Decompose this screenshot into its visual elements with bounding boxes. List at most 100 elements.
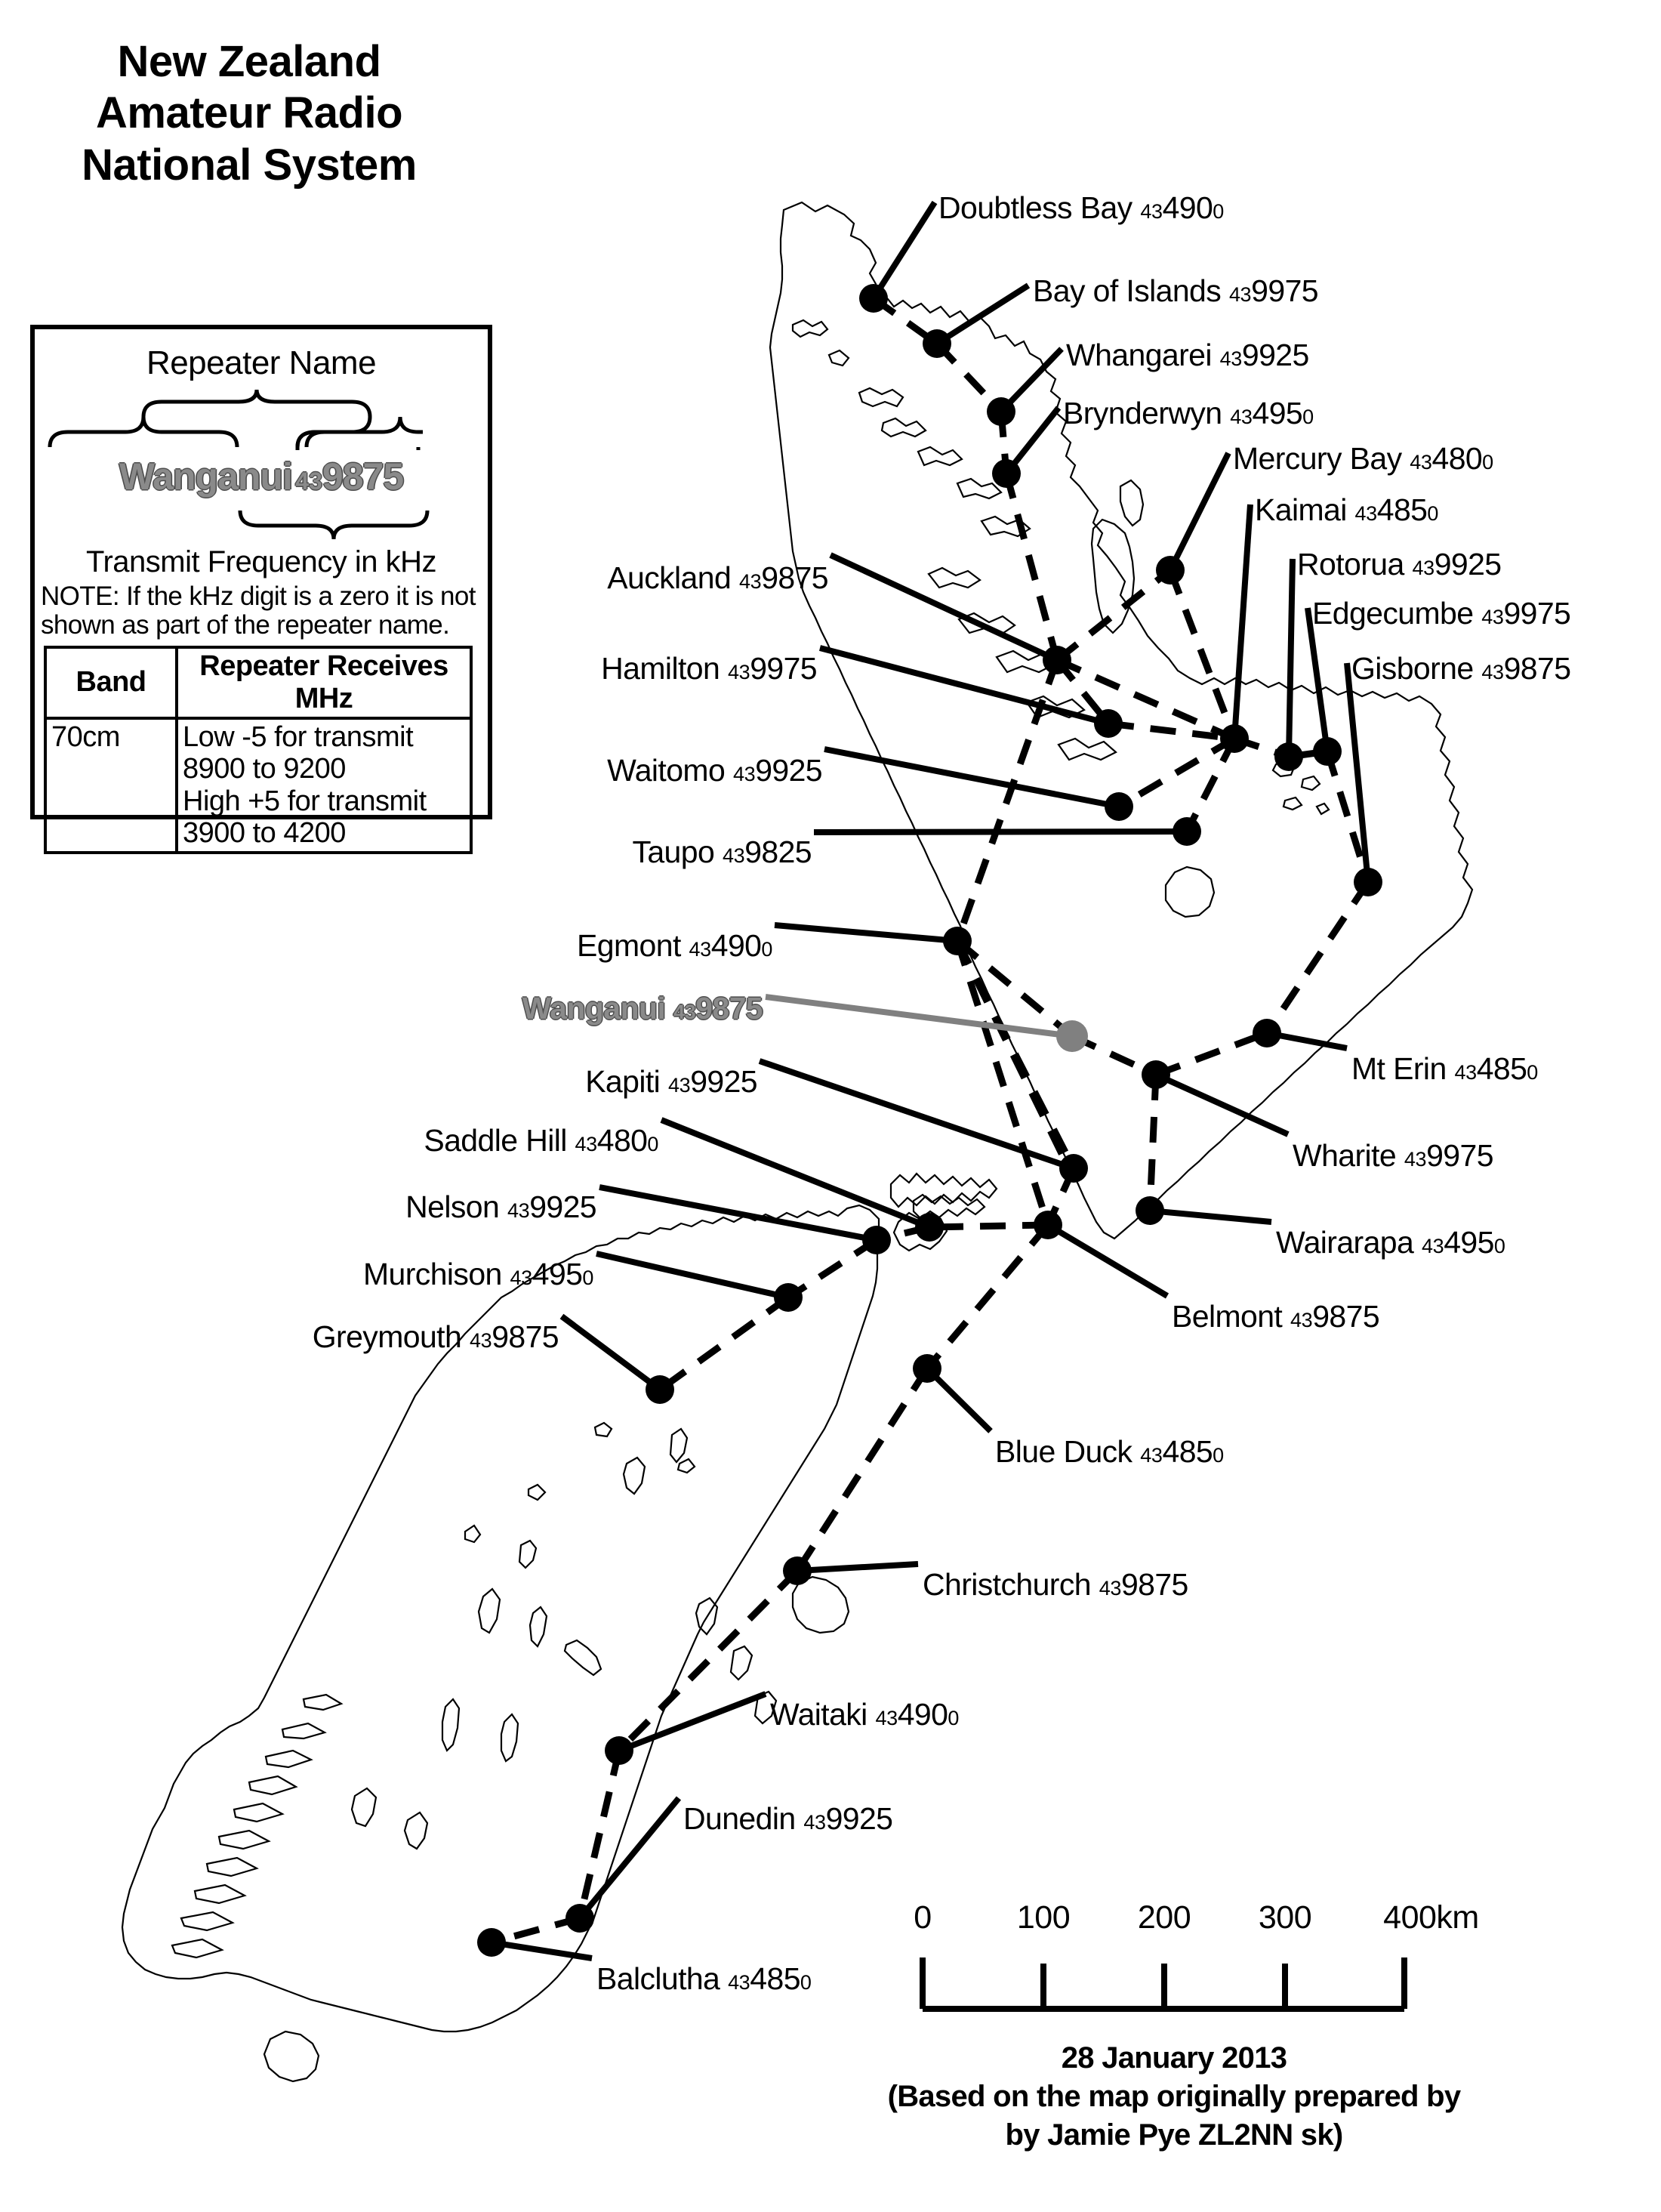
repeater-frequency-suffix: 0 <box>800 1971 812 1994</box>
node-egmont[interactable] <box>943 927 972 955</box>
repeater-frequency: 9975 <box>1426 1138 1493 1173</box>
node-wharite[interactable] <box>1142 1060 1170 1089</box>
scale-tick-4: 400km <box>1383 1899 1479 1936</box>
node-saddle-hill[interactable] <box>915 1213 944 1242</box>
repeater-prefix: 43 <box>689 938 712 961</box>
repeater-label-wairarapa[interactable]: Wairarapa 434950 <box>1276 1227 1505 1258</box>
brace-name-icon <box>48 389 423 450</box>
detail-line: High +5 for transmit <box>183 785 427 817</box>
node-blue-duck[interactable] <box>913 1354 941 1383</box>
repeater-name: Waitaki <box>770 1697 876 1732</box>
legend-example-name: Wanganui <box>119 455 293 498</box>
title-line-1: New Zealand <box>117 37 381 86</box>
repeater-frequency-suffix: 0 <box>1482 451 1493 474</box>
repeater-label-dunedin[interactable]: Dunedin 439925 <box>683 1801 893 1836</box>
repeater-name: Christchurch <box>923 1567 1099 1602</box>
repeater-frequency-suffix: 0 <box>1493 1235 1505 1257</box>
repeater-prefix: 43 <box>1140 200 1163 223</box>
node-hamilton[interactable] <box>1094 709 1123 738</box>
node-greymouth[interactable] <box>646 1375 674 1404</box>
repeater-prefix: 43 <box>667 1074 691 1097</box>
repeater-label-kaimai[interactable]: Kaimai 434850 <box>1255 495 1438 526</box>
repeater-frequency: 9875 <box>1120 1567 1188 1602</box>
node-dunedin[interactable] <box>565 1904 594 1933</box>
repeater-label-rotorua[interactable]: Rotorua 439925 <box>1297 549 1502 580</box>
repeater-label-saddle-hill[interactable]: Saddle Hill 434800 <box>424 1125 658 1156</box>
node-rotorua[interactable] <box>1274 742 1303 771</box>
node-auckland[interactable] <box>1043 646 1071 674</box>
node-christchurch[interactable] <box>783 1556 812 1585</box>
node-mt-erin[interactable] <box>1253 1019 1281 1047</box>
scale-tick-2: 200 <box>1137 1899 1191 1936</box>
repeater-label-wanganui[interactable]: Wanganui 439875 <box>522 993 763 1024</box>
node-waitomo[interactable] <box>1105 792 1133 821</box>
repeater-label-kapiti[interactable]: Kapiti 439925 <box>585 1066 757 1097</box>
node-nelson[interactable] <box>862 1226 891 1254</box>
node-gisborne[interactable] <box>1354 868 1382 896</box>
node-murchison[interactable] <box>774 1283 803 1312</box>
credits-date: 28 January 2013 <box>1061 2041 1287 2075</box>
repeater-label-waitaki[interactable]: Waitaki 434900 <box>770 1699 959 1730</box>
repeater-name: Bay of Islands <box>1033 273 1229 308</box>
repeater-frequency: 9875 <box>695 991 763 1026</box>
repeater-frequency: 485 <box>1376 492 1428 527</box>
repeater-label-hamilton[interactable]: Hamilton 439975 <box>601 653 817 684</box>
node-balclutha[interactable] <box>477 1928 506 1957</box>
node-wanganui[interactable] <box>1056 1020 1088 1052</box>
node-edgecumbe[interactable] <box>1313 737 1342 766</box>
repeater-frequency-suffix: 0 <box>948 1707 959 1729</box>
repeater-label-balclutha[interactable]: Balclutha 434850 <box>596 1964 812 1995</box>
repeater-name: Mercury Bay <box>1233 441 1410 476</box>
repeater-name: Murchison <box>363 1257 510 1291</box>
repeater-prefix: 43 <box>1354 502 1378 525</box>
table-header-receives: Repeater Receives MHz <box>175 645 473 720</box>
repeater-label-edgecumbe[interactable]: Edgecumbe 439975 <box>1312 598 1571 629</box>
repeater-label-belmont[interactable]: Belmont 439875 <box>1172 1299 1380 1334</box>
node-whangarei[interactable] <box>987 397 1015 426</box>
node-wairarapa[interactable] <box>1136 1196 1164 1225</box>
repeater-label-greymouth[interactable]: Greymouth 439875 <box>313 1322 559 1353</box>
credits-block: 28 January 2013 (Based on the map origin… <box>872 2039 1476 2155</box>
node-doubtless-bay[interactable] <box>859 284 888 313</box>
repeater-label-nelson[interactable]: Nelson 439925 <box>405 1192 596 1223</box>
legend-box: Repeater Name Wanganui 439875 Transmit F… <box>30 325 492 854</box>
node-belmont[interactable] <box>1034 1211 1062 1239</box>
repeater-label-blue-duck[interactable]: Blue Duck 434850 <box>995 1436 1224 1467</box>
table-cell-detail: Low -5 for transmit 8900 to 9200 High +5… <box>175 716 473 854</box>
repeater-label-murchison[interactable]: Murchison 434950 <box>363 1259 593 1290</box>
repeater-frequency: 9925 <box>1241 338 1309 372</box>
repeater-label-wharite[interactable]: Wharite 439975 <box>1293 1138 1494 1173</box>
repeater-frequency: 490 <box>897 1697 948 1732</box>
repeater-prefix: 43 <box>1404 1148 1427 1171</box>
repeater-label-waitomo[interactable]: Waitomo 439925 <box>607 755 822 786</box>
repeater-label-bay-of-islands[interactable]: Bay of Islands 439975 <box>1033 273 1319 308</box>
node-waitaki[interactable] <box>605 1736 633 1765</box>
repeater-label-gisborne[interactable]: Gisborne 439875 <box>1351 653 1571 684</box>
repeater-frequency: 9925 <box>825 1801 893 1836</box>
repeater-label-mercury-bay[interactable]: Mercury Bay 434800 <box>1233 443 1493 474</box>
repeater-label-taupo[interactable]: Taupo 439825 <box>632 837 812 868</box>
repeater-label-auckland[interactable]: Auckland 439875 <box>607 563 828 594</box>
repeater-prefix: 43 <box>507 1199 530 1222</box>
repeater-label-doubtless-bay[interactable]: Doubtless Bay 434900 <box>938 193 1224 224</box>
repeater-prefix: 43 <box>1140 1444 1163 1467</box>
page-title: New Zealand Amateur Radio National Syste… <box>53 36 445 191</box>
repeater-label-christchurch[interactable]: Christchurch 439875 <box>923 1569 1188 1600</box>
node-kapiti[interactable] <box>1059 1154 1088 1183</box>
node-taupo[interactable] <box>1173 817 1201 846</box>
node-brynderwyn[interactable] <box>992 459 1021 488</box>
repeater-label-egmont[interactable]: Egmont 434900 <box>577 930 772 961</box>
repeater-label-mt-erin[interactable]: Mt Erin 434850 <box>1351 1054 1538 1084</box>
repeater-name: Greymouth <box>312 1319 470 1354</box>
node-mercury-bay[interactable] <box>1156 556 1185 585</box>
south-island-coastline <box>121 1172 998 2083</box>
repeater-label-brynderwyn[interactable]: Brynderwyn 434950 <box>1063 398 1314 429</box>
repeater-frequency: 480 <box>596 1123 648 1158</box>
repeater-label-whangarei[interactable]: Whangarei 439925 <box>1066 340 1309 371</box>
repeater-name: Belmont <box>1172 1299 1290 1334</box>
repeater-name: Doubtless Bay <box>938 190 1141 225</box>
repeater-prefix: 43 <box>575 1133 598 1155</box>
node-bay-of-islands[interactable] <box>923 329 951 358</box>
repeater-frequency: 9925 <box>529 1189 596 1224</box>
node-kaimai[interactable] <box>1220 724 1249 753</box>
